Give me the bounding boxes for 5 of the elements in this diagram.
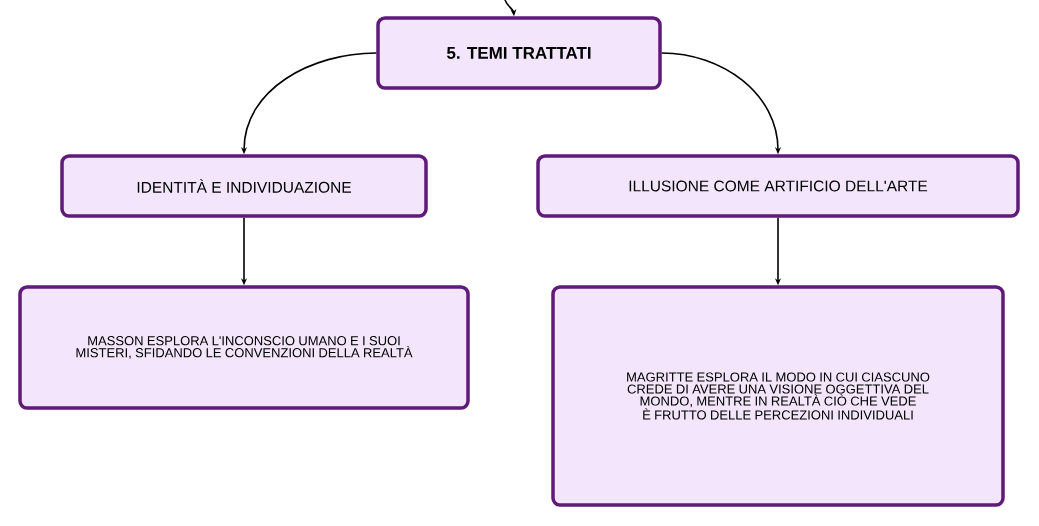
theme-box: IDENTITÀ E INDIVIDUAZIONE — [60, 154, 428, 218]
theme-box: ILLUSIONE COME ARTIFICIO DELL'ARTE — [536, 154, 1020, 218]
description-box: MAGRITTE ESPLORA IL MODO IN CUI CIASCUNO CREDE DI AVERE UNA VISIONE OGGETTIVA DEL MONDO, MENTRE IN REALTÀ CIÒ CHE VEDE È FRUTTO DELLE PERCEZIONI INDIVIDUALI — [551, 285, 1005, 507]
description-box: MASSON ESPLORA L'INCONSCIO UMANO E I SUOI MISTERI, SFIDANDO LE CONVENZIONI DELLA REALTÀ — [18, 285, 470, 410]
topic-box: 5. TEMI TRATTATI — [376, 16, 662, 90]
